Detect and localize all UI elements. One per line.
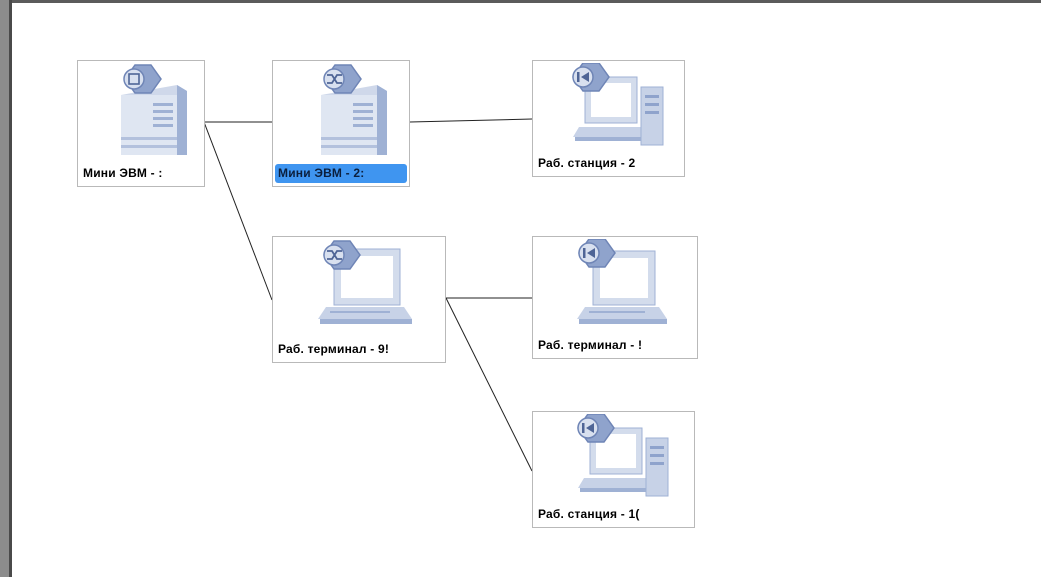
node-mini-evm-1[interactable]: Мини ЭВМ - :	[77, 60, 205, 187]
workstation-icon	[533, 414, 694, 506]
terminal-icon	[533, 239, 697, 331]
node-workstation-16[interactable]: Раб. станция - 1(	[532, 411, 695, 528]
node-terminal-5[interactable]: Раб. терминал - !	[532, 236, 698, 359]
terminal-icon	[273, 239, 445, 331]
server-icon	[273, 63, 409, 155]
link-n4-n6	[445, 297, 533, 472]
node-label: Мини ЭВМ - 2:	[275, 164, 407, 183]
node-label: Раб. терминал - !	[538, 338, 643, 352]
workstation-icon	[533, 63, 684, 155]
link-n2-n3	[409, 118, 533, 123]
node-label: Раб. станция - 2	[538, 156, 636, 170]
server-icon	[78, 63, 204, 155]
node-label: Раб. станция - 1(	[538, 507, 640, 521]
window-top-border	[0, 0, 1041, 3]
node-terminal-9[interactable]: Раб. терминал - 9!	[272, 236, 446, 363]
window-left-border	[0, 0, 9, 577]
node-workstation-2[interactable]: Раб. станция - 2	[532, 60, 685, 177]
node-mini-evm-2[interactable]: Мини ЭВМ - 2:	[272, 60, 410, 187]
node-label: Мини ЭВМ - :	[83, 166, 163, 180]
node-label: Раб. терминал - 9!	[278, 342, 390, 356]
window-left-edge	[9, 0, 12, 577]
link-n1-n4	[203, 121, 273, 301]
